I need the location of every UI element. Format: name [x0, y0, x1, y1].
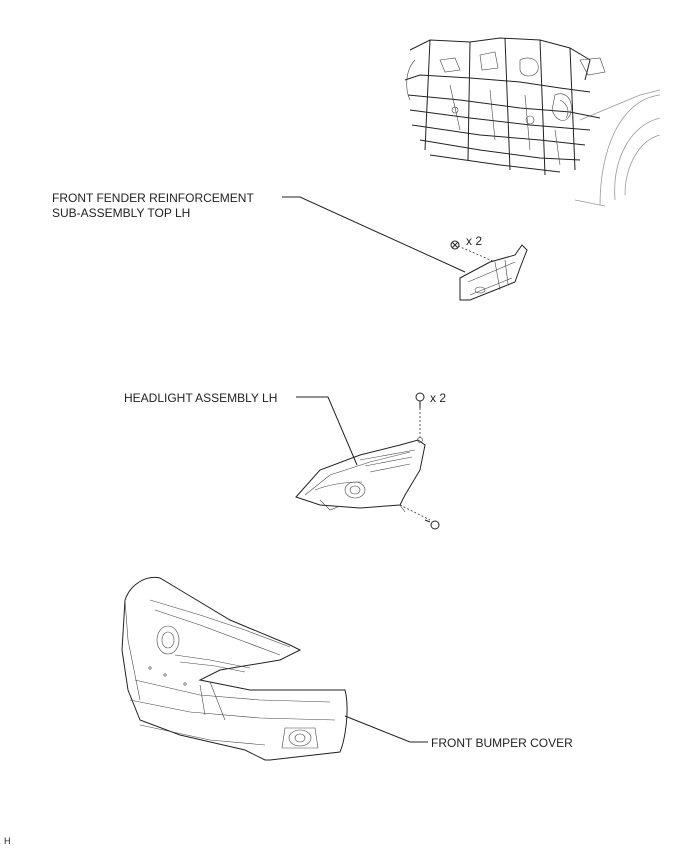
headlight-part	[295, 404, 431, 521]
vehicle-front-body	[404, 37, 661, 207]
headlight-leader	[296, 396, 358, 466]
fender-reinforcement-part	[457, 244, 528, 301]
label-reinforcement-line2: SUB-ASSEMBLY TOP LH	[52, 206, 191, 220]
reinforcement-bolt-quantity: x 2	[466, 234, 483, 248]
headlight-bolt-quantity: x 2	[430, 391, 447, 405]
label-reinforcement-line1: FRONT FENDER REINFORCEMENT	[52, 191, 254, 205]
headlight-bolt-bottom-icon	[424, 519, 440, 530]
bumper-cover-part	[121, 576, 348, 761]
bumper-leader	[344, 715, 428, 743]
corner-mark: H	[4, 836, 11, 846]
reinforcement-bolt-icon	[450, 240, 460, 250]
reinforcement-leader	[282, 196, 466, 273]
headlight-bolt-top-icon	[415, 392, 425, 408]
label-bumper: FRONT BUMPER COVER	[431, 736, 573, 750]
label-headlight: HEADLIGHT ASSEMBLY LH	[124, 391, 278, 405]
